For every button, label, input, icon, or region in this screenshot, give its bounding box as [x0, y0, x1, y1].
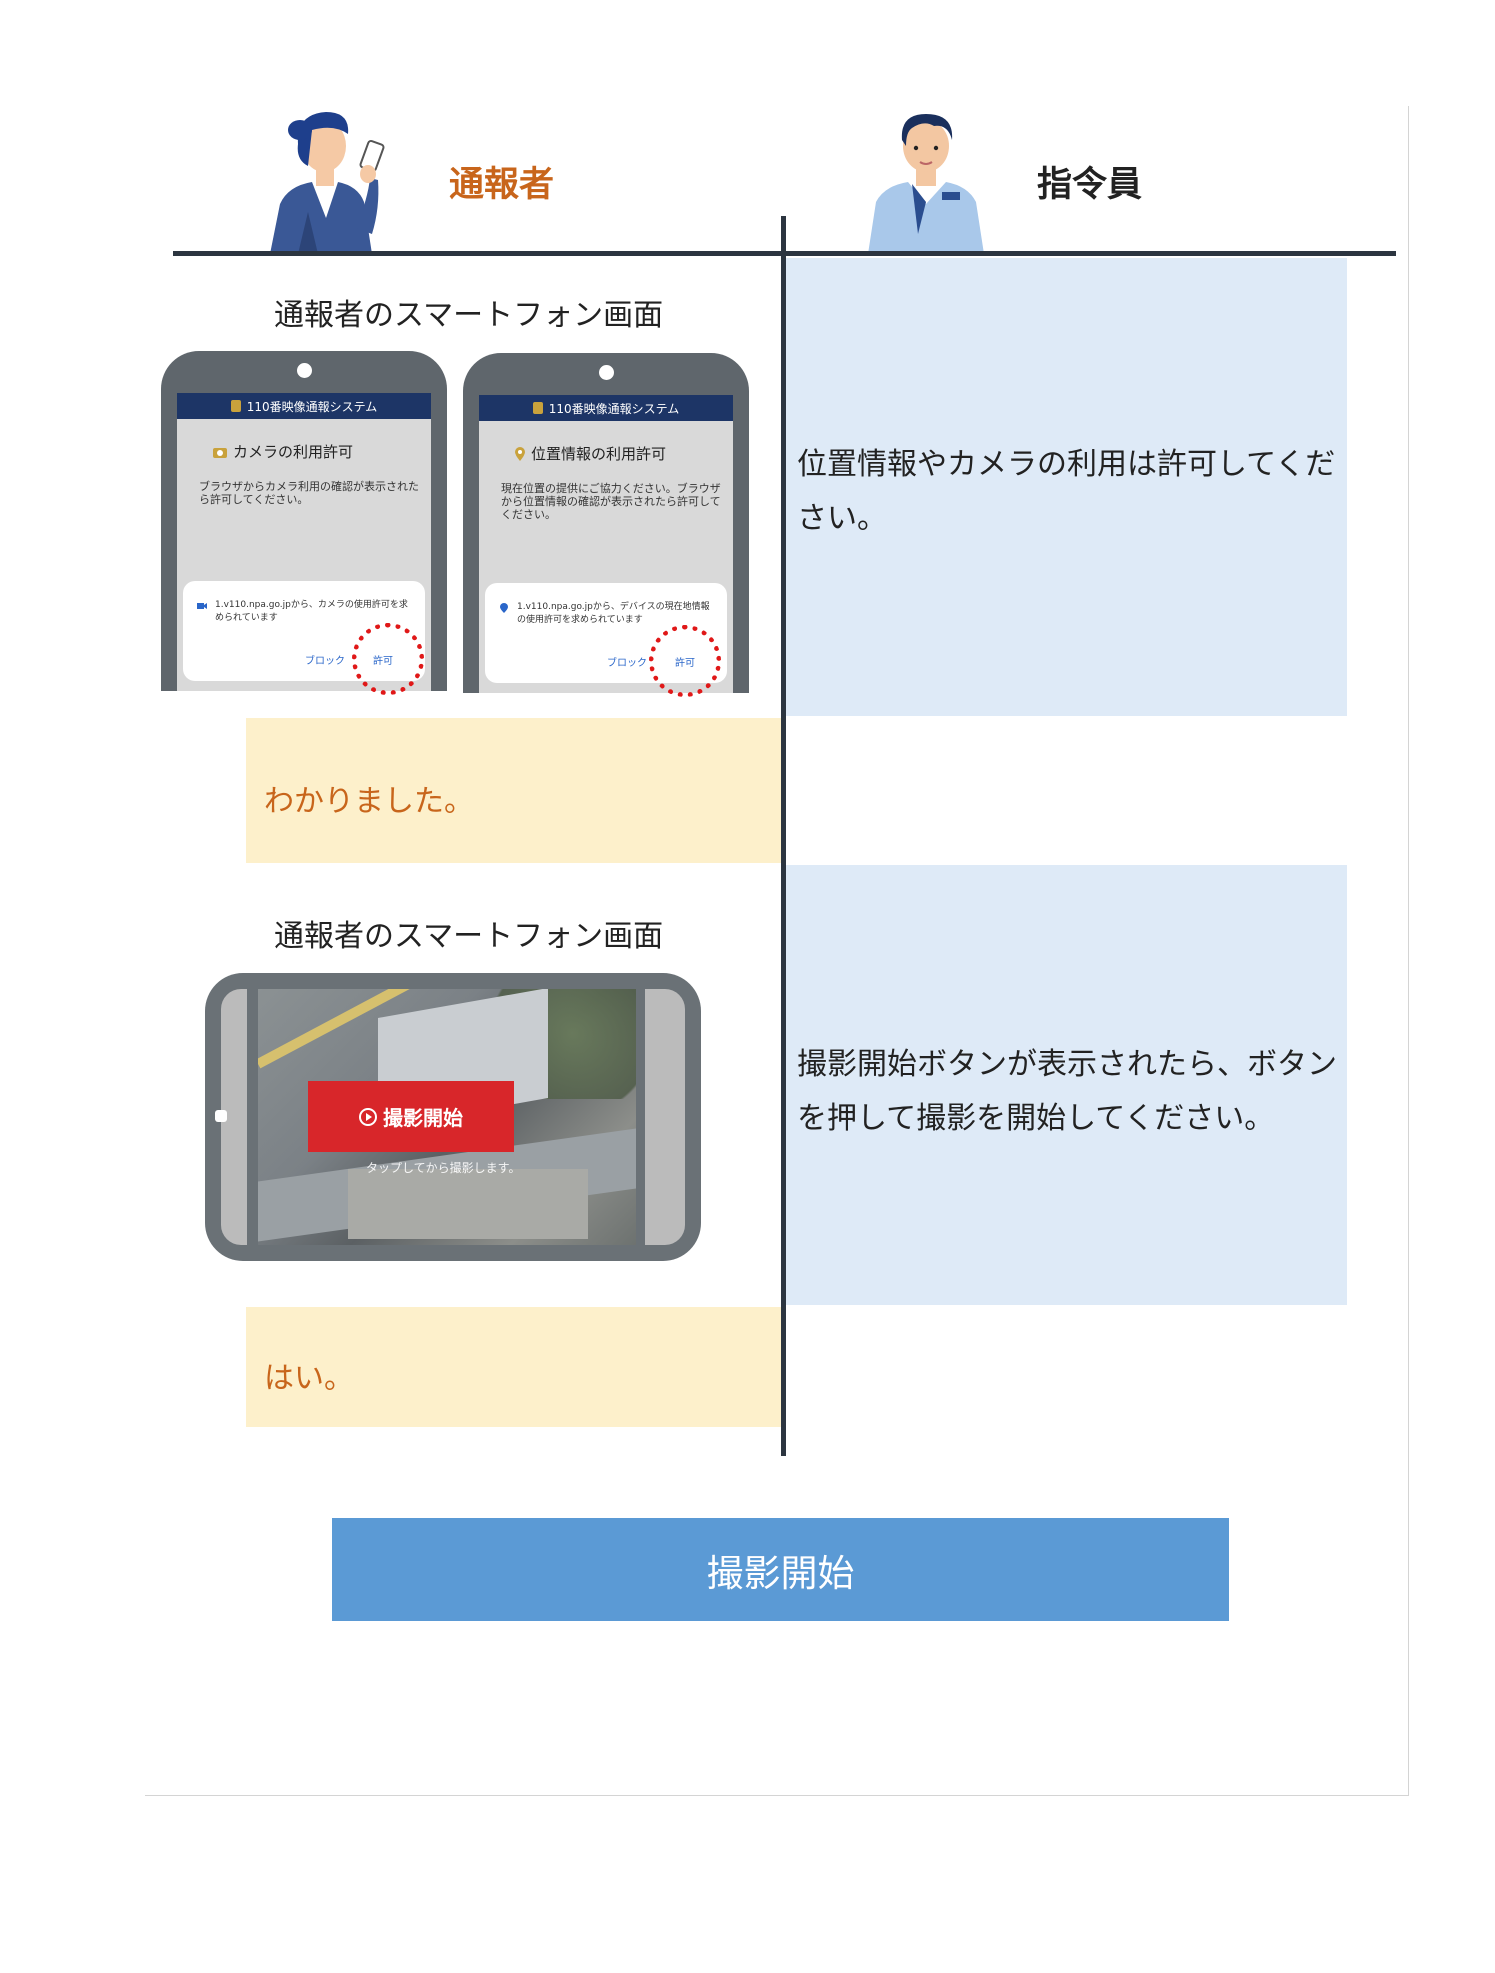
screen-body: ブラウザからカメラ利用の確認が表示されたら許可してください。: [199, 480, 419, 506]
reporter-reply-panel: [246, 718, 781, 863]
dispatcher-avatar-icon: [868, 114, 984, 254]
app-title: 110番映像通報システム: [548, 401, 680, 416]
app-title: 110番映像通報システム: [246, 399, 378, 414]
dialog-message: 1.v110.npa.go.jpから、デバイスの現在地情報の使用許可を求められて…: [499, 599, 717, 625]
screen-title-text: 位置情報の利用許可: [531, 445, 667, 463]
dispatcher-message: 位置情報やカメラの利用は許可してください。: [797, 447, 1336, 536]
dialog-text: 1.v110.npa.go.jpから、デバイスの現在地情報の使用許可を求められて…: [517, 602, 710, 625]
camera-icon: [213, 447, 227, 458]
phone-location-notch: [599, 365, 614, 380]
location-pin-icon: [515, 446, 525, 461]
dispatcher-message: 撮影開始ボタンが表示されたら、ボタンを押して撮影を開始してください。: [797, 1047, 1337, 1136]
play-icon: [359, 1107, 377, 1126]
screen-body: 現在位置の提供にご協力ください。ブラウザから位置情報の確認が表示されたら許可して…: [501, 482, 721, 521]
app-header: 110番映像通報システム: [177, 393, 431, 419]
reporter-reply: わかりました。: [264, 784, 474, 819]
reporter-reply-panel: [246, 1307, 781, 1427]
allow-highlight-ring: [352, 623, 424, 695]
block-button[interactable]: ブロック: [305, 656, 345, 667]
app-logo-icon: [230, 400, 241, 412]
dispatcher-label: 指令員: [1037, 165, 1143, 205]
dialog-message: 1.v110.npa.go.jpから、カメラの使用許可を求められています: [197, 597, 415, 623]
phone-camera-screen: 110番映像通報システム カメラの利用許可 ブラウザからカメラ利用の確認が表示さ…: [177, 393, 431, 691]
location-pin-icon: [500, 603, 508, 613]
section2-title: 通報者のスマートフォン画面: [274, 919, 664, 954]
column-divider: [781, 216, 786, 1456]
phone-bezel-right: [645, 989, 685, 1245]
dispatcher-message-panel: [786, 258, 1347, 716]
record-start-label: 撮影開始: [383, 1106, 463, 1130]
screen-title-text: カメラの利用許可: [233, 443, 354, 461]
video-caption: タップしてから撮影します。: [366, 1161, 521, 1175]
preview-truck-rear: [348, 1169, 588, 1239]
reporter-reply: はい。: [264, 1361, 354, 1396]
screen-title: 位置情報の利用許可: [515, 443, 733, 464]
dialog-text: 1.v110.npa.go.jpから、カメラの使用許可を求められています: [215, 600, 408, 623]
content-frame-bottom: [145, 1795, 1409, 1796]
start-recording-button[interactable]: 撮影開始: [332, 1518, 1229, 1621]
record-start-button[interactable]: 撮影開始: [308, 1081, 514, 1152]
phone-home-knob: [215, 1110, 227, 1122]
screen-title: カメラの利用許可: [213, 441, 431, 462]
section1-title: 通報者のスマートフォン画面: [274, 298, 664, 333]
dispatcher-message-panel: [786, 865, 1347, 1305]
phone-camera-notch: [297, 363, 312, 378]
block-button[interactable]: ブロック: [607, 658, 647, 669]
app-header: 110番映像通報システム: [479, 395, 733, 421]
reporter-label: 通報者: [449, 165, 555, 205]
app-logo-icon: [532, 402, 543, 414]
video-camera-icon: [197, 603, 207, 609]
allow-highlight-ring: [649, 625, 721, 697]
reporter-avatar-icon: [270, 112, 385, 254]
content-frame-right: [1408, 106, 1409, 1796]
